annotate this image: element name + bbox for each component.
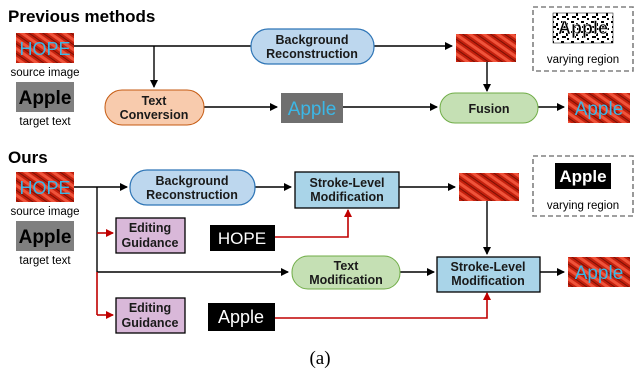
ours-text-modification-node: Text Modification	[291, 255, 401, 290]
ours-result-image: Apple	[568, 257, 630, 287]
ours-background-reconstruction-node: Background Reconstruction	[129, 169, 256, 206]
prev-target-label: target text	[19, 116, 71, 128]
ours-varying-label: varying region	[547, 200, 619, 212]
red-arrow-guide2-to-stroke2	[275, 292, 491, 319]
svg-text:Guidance: Guidance	[122, 236, 179, 250]
svg-text:Modification: Modification	[310, 190, 384, 204]
svg-text:Editing: Editing	[129, 301, 171, 315]
svg-text:Modification: Modification	[451, 274, 525, 288]
ours-source-word: HOPE	[19, 178, 70, 198]
ours-varying-region: Apple varying region	[532, 155, 634, 217]
svg-text:Modification: Modification	[309, 273, 383, 287]
prev-rendered-text: Apple	[281, 93, 343, 123]
ours-target-label: target text	[19, 255, 71, 267]
ours-source-label: source image	[10, 206, 79, 218]
svg-text:Text: Text	[142, 94, 168, 108]
svg-text:Conversion: Conversion	[120, 108, 189, 122]
prev-source-word: HOPE	[19, 39, 70, 59]
prev-text-conversion-node: Text Conversion	[104, 89, 205, 126]
svg-text:Stroke-Level: Stroke-Level	[450, 260, 525, 274]
ours-guide-word-hope: HOPE	[210, 225, 275, 251]
prev-result-image: Apple	[568, 93, 630, 123]
prev-source-image: HOPE	[16, 33, 74, 63]
ours-source-image: HOPE	[16, 172, 74, 202]
prev-target-word: Apple	[19, 88, 72, 109]
ours-title: Ours	[8, 148, 48, 167]
ours-result-word: Apple	[575, 263, 624, 284]
prev-target-text-image: Apple	[16, 82, 74, 112]
prev-fusion-node: Fusion	[439, 92, 539, 124]
ours-target-word: Apple	[19, 227, 72, 248]
previous-methods-title: Previous methods	[8, 7, 155, 26]
svg-text:Background: Background	[276, 33, 349, 47]
prev-source-label: source image	[10, 67, 79, 79]
prev-background-texture	[456, 34, 516, 62]
ours-stroke-level-modification-2: Stroke-Level Modification	[436, 256, 541, 293]
prev-varying-region: Apple varying region	[532, 6, 634, 72]
red-arrow-guide1-to-stroke1	[275, 209, 352, 238]
svg-text:Background: Background	[156, 174, 229, 188]
ours-background-texture	[459, 173, 519, 201]
svg-text:Apple: Apple	[218, 307, 264, 327]
prev-varying-label: varying region	[547, 54, 619, 66]
figure-caption: (a)	[309, 348, 330, 369]
svg-text:HOPE: HOPE	[218, 229, 266, 248]
ours-guide-word-apple: Apple	[208, 303, 275, 331]
svg-text:Fusion: Fusion	[469, 102, 510, 116]
svg-text:Reconstruction: Reconstruction	[266, 47, 358, 61]
svg-text:Stroke-Level: Stroke-Level	[309, 176, 384, 190]
ours-stroke-level-modification-1: Stroke-Level Modification	[294, 171, 400, 209]
svg-text:Reconstruction: Reconstruction	[146, 188, 238, 202]
prev-rendered-word: Apple	[288, 99, 337, 120]
ours-editing-guidance-2: Editing Guidance	[115, 297, 186, 334]
svg-text:Guidance: Guidance	[122, 316, 179, 330]
prev-background-reconstruction-node: Background Reconstruction	[250, 28, 375, 65]
ours-editing-guidance-1: Editing Guidance	[115, 217, 186, 254]
svg-text:Text: Text	[334, 259, 360, 273]
prev-result-word: Apple	[575, 99, 624, 120]
ours-target-text-image: Apple	[16, 221, 74, 251]
ours-varying-word: Apple	[559, 167, 606, 186]
svg-text:Editing: Editing	[129, 221, 171, 235]
prev-varying-word: Apple	[558, 18, 608, 38]
